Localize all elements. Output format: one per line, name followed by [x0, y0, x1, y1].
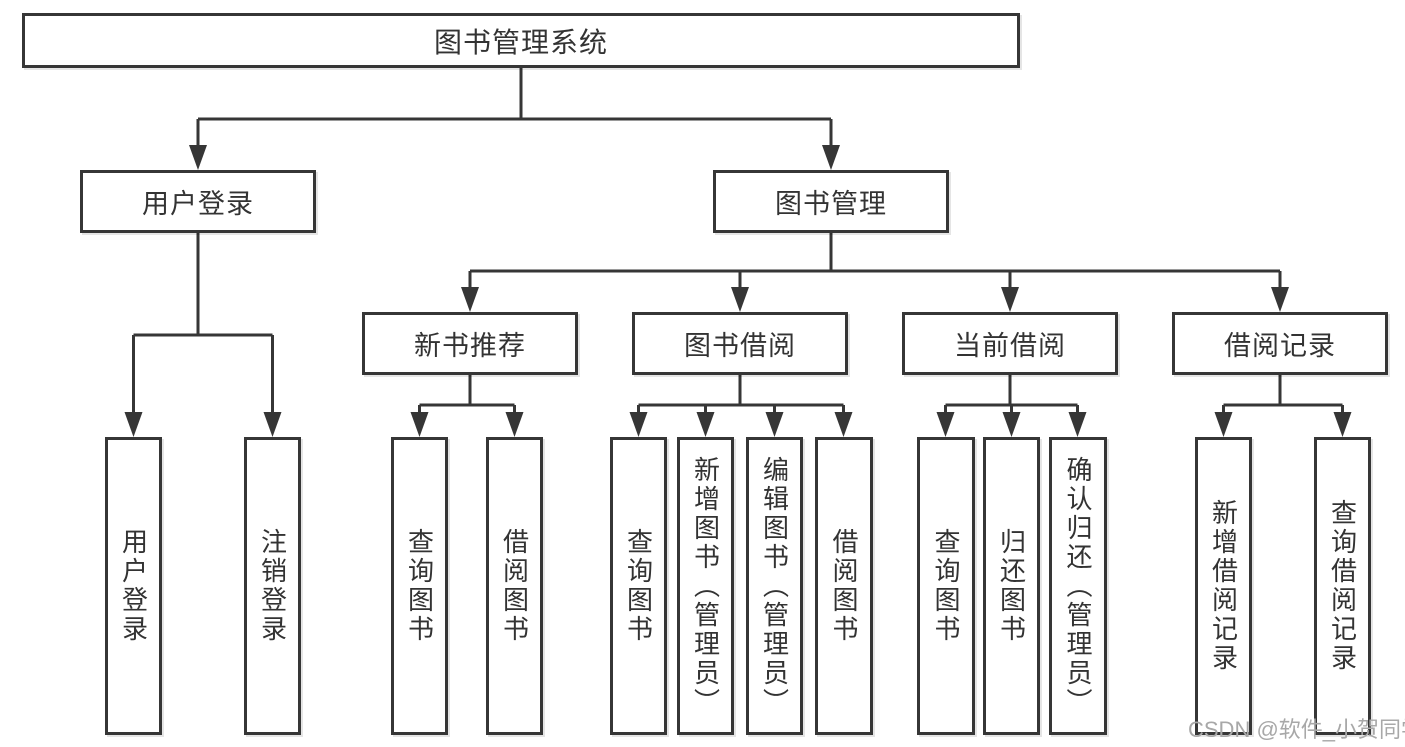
arrow-icon — [1333, 412, 1352, 437]
node-book-management: 图书管理 — [713, 170, 949, 233]
arrow-icon — [263, 412, 282, 437]
leaf-logout: 注销登录 — [244, 437, 301, 735]
arrow-icon — [505, 412, 524, 437]
leaf-edit-books-admin-label: 编辑图书（管理员） — [759, 455, 790, 717]
leaf-user-login-label: 用户登录 — [118, 528, 149, 644]
node-current-borrowing: 当前借阅 — [902, 312, 1118, 375]
node-new-book-recommend: 新书推荐 — [362, 312, 578, 375]
node-book-borrowing: 图书借阅 — [632, 312, 848, 375]
watermark: CSDN @软件_小贺同学 — [1188, 717, 1405, 742]
leaf-query-borrow-record-label: 查询借阅记录 — [1327, 499, 1358, 673]
node-user-login: 用户登录 — [80, 170, 316, 233]
leaf-confirm-return-admin: 确认归还（管理员） — [1049, 437, 1107, 735]
arrow-icon — [461, 287, 479, 312]
node-new-book-recommend-label: 新书推荐 — [414, 331, 526, 361]
edge-book-mgmt-to-level3 — [468, 231, 1282, 288]
arrow-icon — [1068, 412, 1087, 437]
arrow-icon — [124, 412, 143, 437]
arrow-icon — [731, 287, 749, 312]
leaf-query-books-3: 查询图书 — [917, 437, 975, 735]
leaf-add-borrow-record: 新增借阅记录 — [1195, 437, 1252, 735]
arrow-icon — [765, 412, 784, 437]
arrow-icon — [189, 145, 207, 170]
node-borrowing-records-label: 借阅记录 — [1224, 331, 1336, 361]
node-borrowing-records: 借阅记录 — [1172, 312, 1388, 375]
node-library-system-label: 图书管理系统 — [433, 26, 608, 58]
leaf-return-books: 归还图书 — [983, 437, 1040, 735]
leaf-add-books-admin: 新增图书（管理员） — [677, 437, 734, 735]
node-current-borrowing-label: 当前借阅 — [954, 331, 1066, 361]
arrow-icon — [410, 412, 429, 437]
leaf-add-borrow-record-label: 新增借阅记录 — [1208, 499, 1239, 673]
leaf-borrow-books-2: 借阅图书 — [815, 437, 873, 735]
edge-root-to-level2 — [196, 66, 833, 146]
arrowheads — [124, 145, 1352, 437]
edge-borrow-records-to-leaves — [1222, 373, 1344, 413]
leaf-borrow-books-1: 借阅图书 — [486, 437, 543, 735]
leaf-return-books-label: 归还图书 — [996, 528, 1027, 644]
arrow-icon — [1001, 287, 1019, 312]
leaf-query-books-1: 查询图书 — [391, 437, 448, 735]
arrow-icon — [834, 412, 853, 437]
leaf-logout-label: 注销登录 — [257, 528, 288, 644]
edge-user-login-to-leaves — [132, 231, 274, 413]
leaf-query-books-1-label: 查询图书 — [404, 528, 435, 644]
arrow-icon — [1214, 412, 1233, 437]
node-book-borrowing-label: 图书借阅 — [684, 331, 796, 361]
leaf-borrow-books-2-label: 借阅图书 — [829, 528, 859, 644]
arrow-icon — [696, 412, 715, 437]
edge-new-book-to-leaves — [418, 373, 516, 413]
node-library-system: 图书管理系统 — [22, 13, 1020, 68]
leaf-query-borrow-record: 查询借阅记录 — [1314, 437, 1371, 735]
leaf-borrow-books-1-label: 借阅图书 — [499, 528, 530, 644]
arrow-icon — [1002, 412, 1021, 437]
node-book-management-label: 图书管理 — [775, 189, 887, 219]
arrow-icon — [629, 412, 648, 437]
edge-current-borrow-to-leaves — [944, 373, 1079, 413]
edge-book-borrow-to-leaves — [637, 373, 845, 413]
leaf-confirm-return-admin-label: 确认归还（管理员） — [1063, 455, 1093, 717]
node-user-login-label: 用户登录 — [142, 189, 254, 219]
leaf-query-books-2: 查询图书 — [610, 437, 667, 735]
arrow-icon — [822, 145, 840, 170]
leaf-query-books-3-label: 查询图书 — [931, 528, 961, 644]
arrow-icon — [936, 412, 955, 437]
arrow-icon — [1271, 287, 1289, 312]
leaf-add-books-admin-label: 新增图书（管理员） — [690, 455, 721, 717]
leaf-edit-books-admin: 编辑图书（管理员） — [746, 437, 803, 735]
leaf-query-books-2-label: 查询图书 — [623, 528, 654, 644]
leaf-user-login: 用户登录 — [105, 437, 162, 735]
